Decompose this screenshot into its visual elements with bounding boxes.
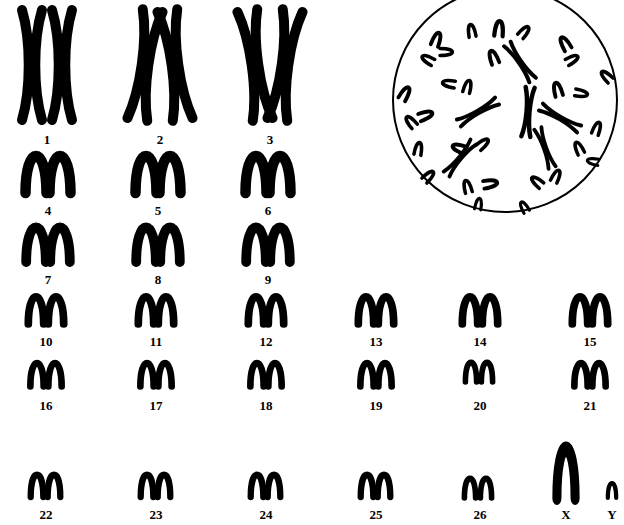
chromosome-number: Y	[607, 507, 616, 522]
chromosome-number: 10	[40, 334, 53, 349]
chromosome-number: 13	[370, 334, 383, 349]
chromosome-number: 6	[265, 203, 272, 218]
chromosome-number: 15	[584, 334, 597, 349]
chromosome-number: 21	[584, 398, 597, 413]
chromosome-number: 16	[40, 398, 53, 413]
chromosome-number: 18	[260, 398, 273, 413]
chromosome-number: 11	[150, 334, 162, 349]
chromosome-number: 9	[265, 272, 272, 287]
chromosome-number: 26	[474, 507, 487, 522]
chromosome-number: 12	[260, 334, 273, 349]
chromosome-number: 14	[474, 334, 487, 349]
chromosome-number: 1	[44, 132, 51, 147]
chromosome-number: 4	[45, 203, 52, 218]
chromosome-number: 19	[370, 398, 383, 413]
chromosome-number: 7	[45, 272, 52, 287]
chromosome-number: X	[561, 507, 570, 522]
chromosome-number: 2	[157, 132, 164, 147]
chromosome-number: 22	[40, 507, 53, 522]
chromosome-number: 23	[150, 507, 163, 522]
chromosome-number: 17	[150, 398, 163, 413]
chromosome-number: 3	[267, 132, 274, 147]
chromosome-number: 25	[370, 507, 383, 522]
chromosome-number: 5	[155, 203, 162, 218]
chromosome-number: 8	[155, 272, 162, 287]
chromosome-number: 24	[260, 507, 273, 522]
chromosome-number: 20	[474, 398, 487, 413]
